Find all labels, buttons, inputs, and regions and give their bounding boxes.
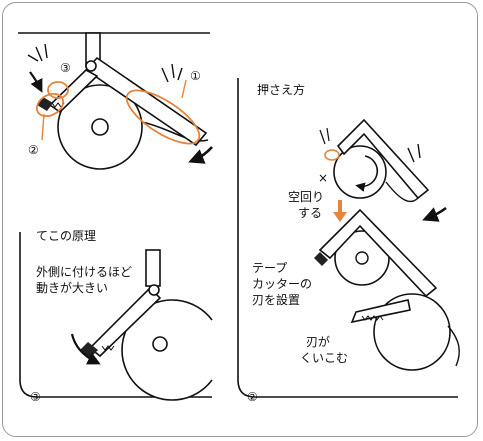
bite-label-line2: くいこむ bbox=[300, 351, 348, 365]
tape-strip-bottom bbox=[447, 325, 460, 367]
highlight-ellipse-3 bbox=[47, 81, 69, 99]
cross-mark: × bbox=[318, 171, 328, 185]
bite-label-line1: 刃が bbox=[306, 334, 330, 349]
marker-3: ③ bbox=[60, 61, 71, 75]
panel-3-swing-arrow bbox=[70, 333, 101, 365]
tape-strip-top bbox=[385, 181, 419, 203]
orange-arrow-head bbox=[333, 212, 347, 222]
panel-2-how-to-press: 押さえ方 × 空回り する テープ カッターの 刃を設置 刃が くいこむ ② bbox=[237, 78, 460, 404]
cutter-label-line3: 刃を設置 bbox=[252, 292, 300, 307]
pull-arrow bbox=[188, 146, 213, 164]
cutter-label-line2: カッターの bbox=[252, 277, 312, 291]
panel-2-footer-number: ② bbox=[247, 390, 258, 404]
mini-roll-core bbox=[355, 251, 369, 265]
panel-3-roll-core bbox=[152, 336, 168, 352]
panel-3-footer-number: ③ bbox=[30, 390, 41, 404]
fingertip-marks-top bbox=[407, 143, 421, 163]
panel-3-bottom-border bbox=[19, 379, 212, 398]
panel-3-lever-principle: てこの原理 外側に付けるほど 動きが大きい ③ bbox=[19, 229, 213, 404]
idle-label-line1: 空回り bbox=[288, 190, 324, 204]
tape-strip bbox=[141, 121, 209, 142]
mini-roll-top bbox=[333, 145, 387, 199]
pull-arrow-top bbox=[422, 206, 447, 222]
slip-highlight bbox=[324, 149, 340, 161]
idle-label-line2: する bbox=[298, 206, 322, 220]
leader-line-1 bbox=[181, 79, 187, 99]
fingertip-marks-left bbox=[27, 43, 48, 62]
cutter-blade bbox=[37, 97, 53, 111]
press-arrow bbox=[29, 71, 43, 93]
marker-2: ② bbox=[28, 143, 39, 157]
fingertip-marks-mini bbox=[319, 127, 330, 145]
blade-holder-bottom bbox=[350, 299, 411, 324]
leader-line-2 bbox=[41, 113, 45, 141]
panel-3-roll bbox=[121, 299, 213, 401]
panel-1-main-mechanism: ① ② ③ bbox=[18, 32, 213, 170]
lever-arm-left bbox=[48, 69, 99, 114]
fingertip-marks-right bbox=[161, 63, 183, 83]
panel-3-pivot bbox=[148, 284, 160, 296]
panel-3-blade-teeth bbox=[101, 345, 115, 351]
note-line1: 外側に付けるほど bbox=[36, 265, 132, 279]
blade-teeth-bottom bbox=[361, 315, 384, 321]
cutter-label-line1: テープ bbox=[252, 261, 287, 275]
pivot-joint bbox=[85, 60, 97, 72]
note-line2: 動きが大きい bbox=[36, 280, 108, 295]
panel-3-title: てこの原理 bbox=[36, 229, 96, 243]
panel-3-hanger bbox=[145, 249, 161, 287]
spin-arrow bbox=[355, 155, 379, 192]
cutter-blade-middle bbox=[314, 252, 328, 266]
panel-2-title: 押さえ方 bbox=[257, 82, 305, 97]
panel-2-bottom-border bbox=[237, 379, 458, 398]
roll-core bbox=[91, 118, 109, 136]
figure-frame bbox=[2, 2, 478, 437]
highlight-ellipse-1 bbox=[125, 89, 201, 145]
marker-1: ① bbox=[190, 69, 201, 83]
